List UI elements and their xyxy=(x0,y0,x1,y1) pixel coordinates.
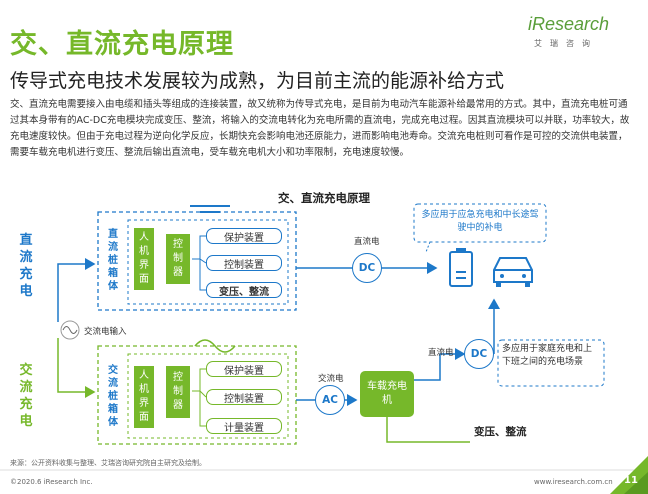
car-dc-circle: DC xyxy=(464,339,494,369)
ac-input-bracket xyxy=(57,338,96,398)
dc-box-label: 直流桩箱体 xyxy=(108,229,118,292)
website: www.iresearch.com.cn xyxy=(534,478,613,486)
iresearch-logo: iResearch 艾瑞咨询 xyxy=(524,14,624,54)
dc-controller: 控制器 xyxy=(166,234,190,284)
page-title: 交、直流充电原理 xyxy=(10,29,234,60)
source-note: 来源：公开资料收集与整理、艾瑞咨询研究院自主研究及绘制。 xyxy=(10,459,206,467)
ac-input-label: 交流电输入 xyxy=(84,327,127,337)
dc-line-label: 直流电 xyxy=(354,237,380,247)
dc-circle: DC xyxy=(352,253,382,283)
body-paragraph: 交、直流充电需要接入由电缆和插头等组成的连接装置，故又统称为传导式充电，是目前为… xyxy=(10,99,630,158)
dc-note-frame xyxy=(413,203,547,243)
dc-charging-label: 直流充电 xyxy=(19,233,33,299)
ac-note-frame xyxy=(497,339,605,387)
ac-note: 多应用于家庭充电和上下班之间的充电场景 xyxy=(502,344,593,367)
logo-sub: 艾瑞咨询 xyxy=(534,39,598,48)
ac-input-wave xyxy=(62,326,78,334)
diagram-title: 交、直流充电原理 xyxy=(278,191,370,205)
dc-note: 多应用于应急充电和中长途驾驶中的补电 xyxy=(421,210,539,233)
page-number: 11 xyxy=(624,475,638,486)
car-output-label: 变压、整流 xyxy=(474,426,527,438)
ac-module-control: 控制装置 xyxy=(206,389,282,405)
car-charger: 车载充电机 xyxy=(360,371,414,417)
logo-name: iResearch xyxy=(528,14,610,34)
battery-icon xyxy=(449,248,473,287)
ac-circle: AC xyxy=(315,385,345,415)
dc-input-bracket xyxy=(57,258,96,322)
car-icon xyxy=(493,257,533,287)
ac-module-metering: 计量装置 xyxy=(206,418,282,434)
dc-module-rectify: 变压、整流 xyxy=(206,282,282,298)
page-subtitle: 传导式充电技术发展较为成熟，为目前主流的能源补给方式 xyxy=(10,70,505,92)
dc-inner-frame xyxy=(127,219,289,305)
ac-line-label: 交流电 xyxy=(318,374,344,384)
copyright: ©2020.6 iResearch Inc. xyxy=(10,478,93,486)
car-dc-line xyxy=(414,348,466,381)
ac-hmi: 人机界面 xyxy=(134,366,154,428)
ac-box-label: 交流桩箱体 xyxy=(108,365,118,428)
dc-hmi: 人机界面 xyxy=(134,228,154,290)
ac-module-protection: 保护装置 xyxy=(206,361,282,377)
car-dc-line-label: 直流电 xyxy=(428,348,454,358)
ac-inner-frame xyxy=(127,353,289,439)
ac-controller: 控制器 xyxy=(166,366,190,418)
dc-module-protection: 保护装置 xyxy=(206,228,282,244)
ac-charging-label: 交流充电 xyxy=(19,363,33,429)
dc-module-control: 控制装置 xyxy=(206,255,282,271)
